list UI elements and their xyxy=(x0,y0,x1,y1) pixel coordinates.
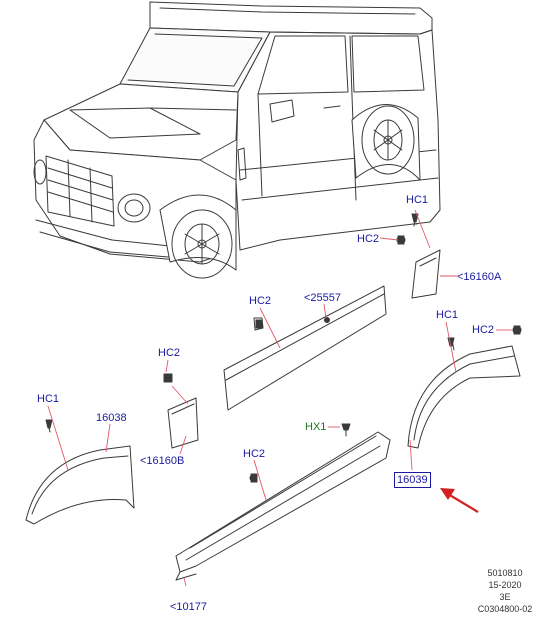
callout-hc2-right[interactable]: HC2 xyxy=(472,324,495,336)
callout-hc2-moulding[interactable]: HC2 xyxy=(249,295,272,307)
fastener-clips xyxy=(45,213,521,483)
callout-part-16038[interactable]: 16038 xyxy=(96,412,127,424)
callout-part-16160b[interactable]: <16160B xyxy=(140,455,185,467)
callout-part-25557[interactable]: <25557 xyxy=(304,292,342,304)
part-10177-shape xyxy=(175,423,391,581)
vehicle-outline xyxy=(33,1,441,279)
indicator-arrow xyxy=(440,488,479,513)
reference-line-4: C0304800-02 xyxy=(477,604,533,614)
leader-lines xyxy=(47,209,512,587)
callout-hc2-top[interactable]: HC2 xyxy=(357,233,380,245)
callout-hc1-left[interactable]: HC1 xyxy=(37,393,60,405)
part-16160a-shape xyxy=(396,217,441,299)
callout-part-16039-selected[interactable]: 16039 xyxy=(394,472,431,488)
reference-line-1: 5010810 xyxy=(487,568,523,578)
callout-hc1-right[interactable]: HC1 xyxy=(436,309,459,321)
part-16039-shape xyxy=(407,325,522,449)
reference-line-3: 3E xyxy=(499,592,511,602)
part-16160b-shape xyxy=(163,373,199,449)
callout-hc2-mid-left[interactable]: HC2 xyxy=(158,347,181,359)
callout-part-10177[interactable]: <10177 xyxy=(170,601,208,613)
callout-hc2-sill[interactable]: HC2 xyxy=(243,448,266,460)
callout-hx1[interactable]: HX1 xyxy=(305,421,327,433)
part-16038-shape xyxy=(25,423,135,525)
reference-line-2: 15-2020 xyxy=(488,580,522,590)
callout-hc1-top[interactable]: HC1 xyxy=(406,194,429,206)
callout-part-16160a[interactable]: <16160A xyxy=(457,271,502,283)
diagram-reference-block: 5010810 15-2020 3E C0304800-02 xyxy=(470,567,540,615)
